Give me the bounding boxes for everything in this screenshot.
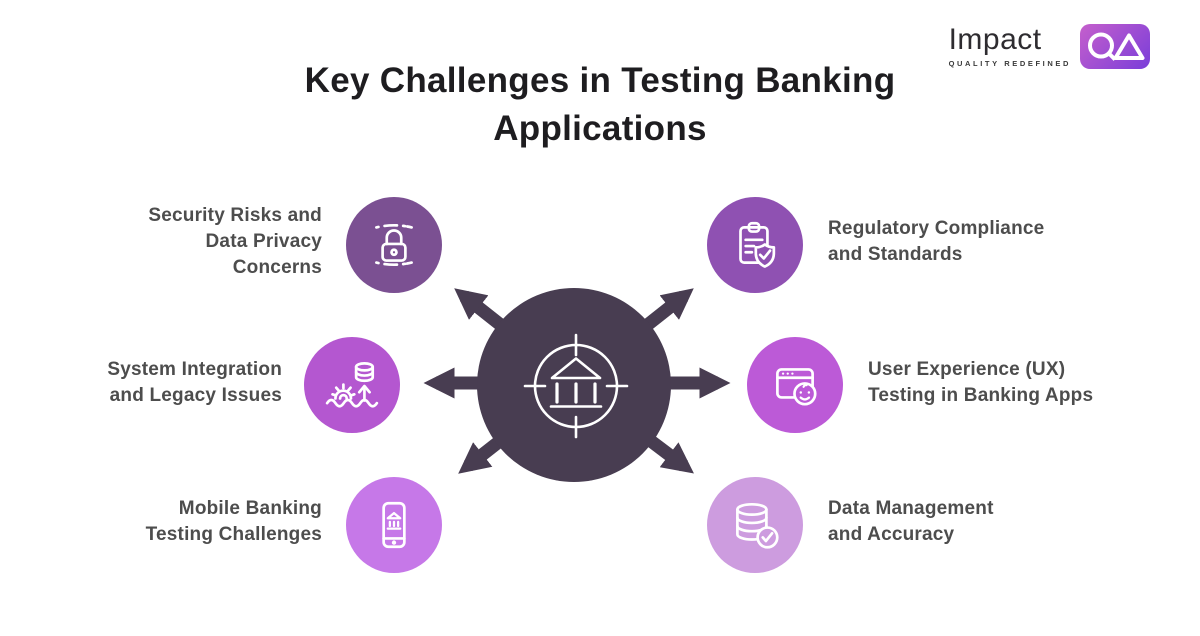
node-integration xyxy=(304,337,400,433)
label-integration: System Integration and Legacy Issues xyxy=(107,359,282,406)
impactqa-logo: Impact QUALITY REDEFINED xyxy=(949,24,1150,69)
node-compliance xyxy=(707,197,803,293)
node-data xyxy=(707,477,803,573)
clipboard-shield-check-icon xyxy=(739,221,776,268)
bank-target-icon xyxy=(523,333,629,439)
node-ux xyxy=(747,337,843,433)
database-check-icon xyxy=(736,502,779,549)
label-data: Data Management and Accuracy xyxy=(828,498,994,545)
label-mobile: Mobile Banking Testing Challenges xyxy=(145,498,322,545)
logo-text-block: Impact QUALITY REDEFINED xyxy=(948,23,1071,69)
node-mobile xyxy=(346,477,442,573)
label-ux: User Experience (UX) Testing in Banking … xyxy=(868,359,1094,406)
qa-badge xyxy=(1080,24,1150,69)
logo-tagline: QUALITY REDEFINED xyxy=(948,59,1071,68)
smartphone-bank-icon xyxy=(382,501,406,549)
browser-smiley-icon xyxy=(776,368,817,406)
radial-arrows xyxy=(423,288,731,474)
node-security xyxy=(346,197,442,293)
logo-brand: Impact xyxy=(948,23,1042,56)
label-compliance: Regulatory Compliance and Standards xyxy=(828,218,1045,265)
qa-monogram-icon xyxy=(1088,32,1145,61)
page-title: Key Challenges in Testing Banking Applic… xyxy=(304,61,896,148)
padlock-icon xyxy=(375,223,413,267)
hub-circle xyxy=(477,288,671,482)
label-security: Security Risks and Data Privacy Concerns xyxy=(148,205,322,278)
gear-database-migration-icon xyxy=(325,362,379,408)
